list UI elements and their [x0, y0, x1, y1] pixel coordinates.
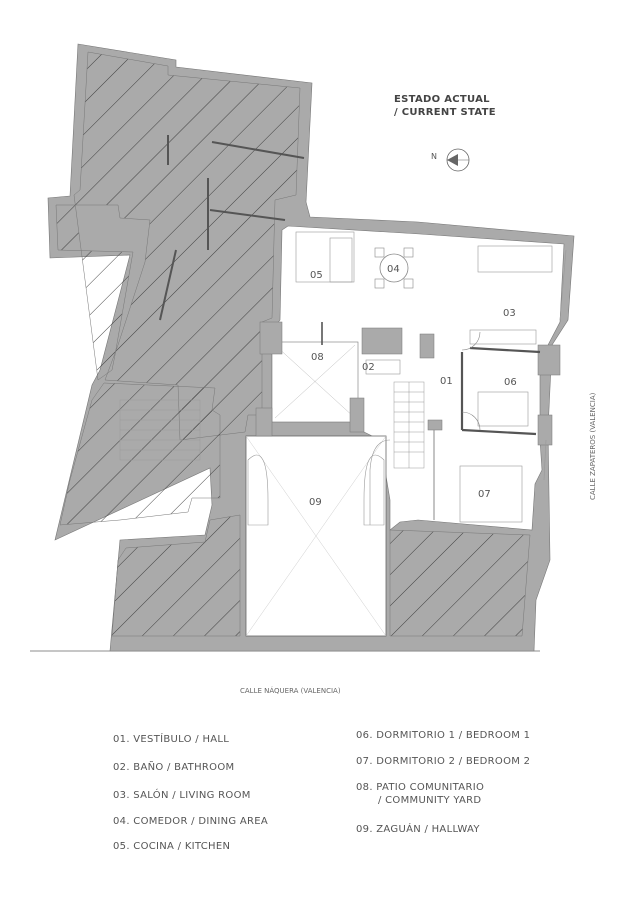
room-label-07: 07	[478, 489, 491, 500]
legend-item-01: 01. VESTÍBULO / HALL	[113, 734, 230, 745]
floor-plan: N 01 02 03 04 05 06 07 08 09	[30, 43, 575, 652]
hatched-area-west	[59, 382, 221, 526]
legend-item-03: 03. SALÓN / LIVING ROOM	[113, 790, 251, 801]
plan-title-line2: / CURRENT STATE	[394, 107, 496, 118]
plan-title-line1: ESTADO ACTUAL	[394, 94, 490, 105]
plan-title: ESTADO ACTUAL / CURRENT STATE	[394, 93, 496, 119]
legend-item-07: 07. DORMITORIO 2 / BEDROOM 2	[356, 756, 531, 767]
room-label-06: 06	[504, 377, 517, 388]
room-label-04: 04	[387, 264, 400, 275]
legend-item-08: 08. PATIO COMUNITARIO / COMMUNITY YARD	[356, 782, 485, 806]
hatched-area-southeast	[389, 529, 531, 637]
street-label-right: CALLE ZAPATEROS (VALENCIA)	[589, 392, 597, 500]
legend-item-06: 06. DORMITORIO 1 / BEDROOM 1	[356, 730, 531, 741]
north-arrow-icon	[446, 148, 470, 172]
room-label-09: 09	[309, 497, 322, 508]
room-label-01: 01	[440, 376, 453, 387]
north-label: N	[431, 152, 437, 161]
street-label-bottom: CALLE NÁQUERA (VALENCIA)	[240, 687, 341, 695]
room-label-02: 02	[362, 362, 375, 373]
staircase	[119, 381, 425, 469]
legend-item-04: 04. COMEDOR / DINING AREA	[113, 816, 269, 827]
legend-item-02: 02. BAÑO / BATHROOM	[113, 762, 235, 773]
hatched-area-southwest	[111, 514, 241, 637]
legend-item-09: 09. ZAGUÁN / HALLWAY	[356, 824, 480, 835]
legend-item-05: 05. COCINA / KITCHEN	[113, 841, 231, 852]
room-label-05: 05	[310, 270, 323, 281]
room-label-08: 08	[311, 352, 324, 363]
room-label-03: 03	[503, 308, 516, 319]
hatched-area-north	[55, 51, 301, 441]
